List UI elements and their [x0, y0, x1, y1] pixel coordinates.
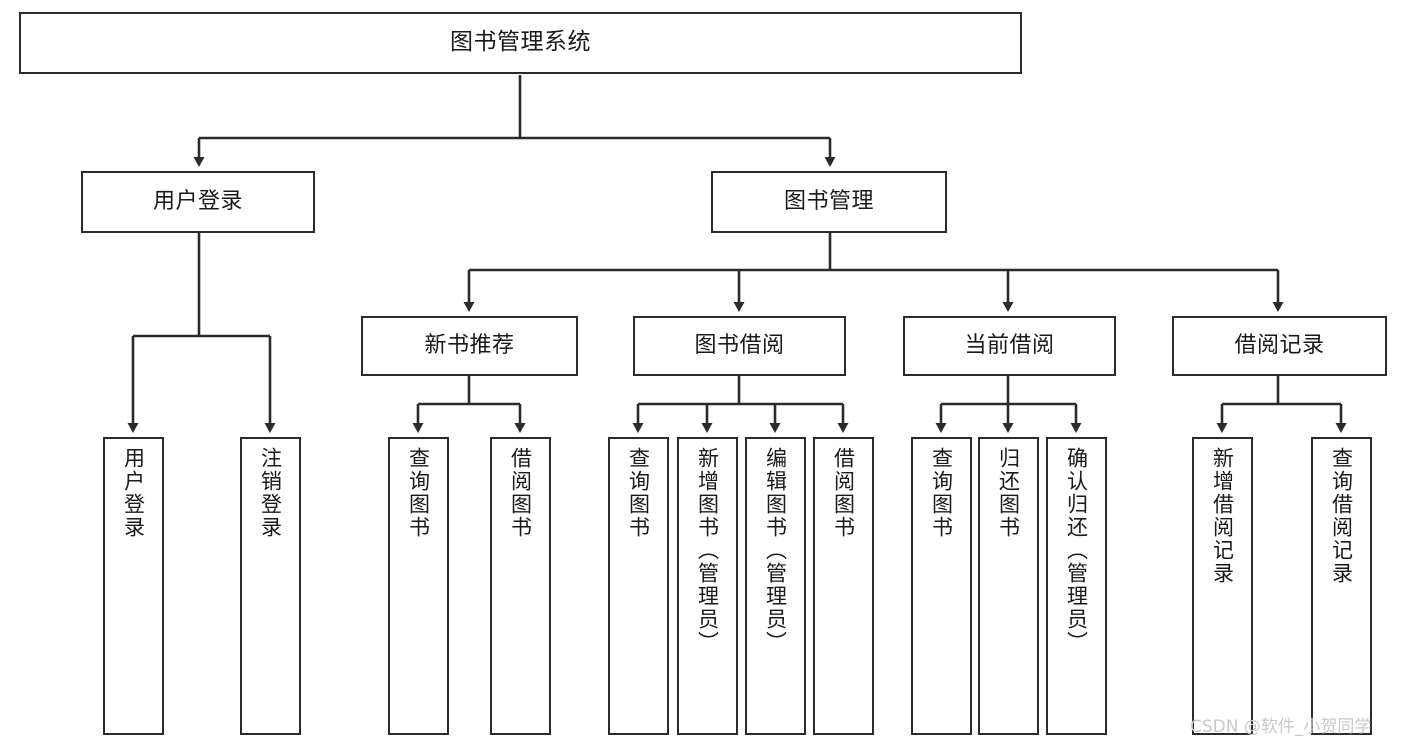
node-new-book-recommend-label: 新书推荐 [424, 333, 515, 359]
leaf-borrow-query-book[interactable]: 查询图书 [608, 437, 669, 735]
leaf-new-book-query[interactable]: 查询图书 [388, 437, 449, 735]
leaf-label: 注销登录 [258, 447, 283, 539]
node-borrow-records-label: 借阅记录 [1234, 333, 1325, 359]
leaf-label: 借阅图书 [831, 447, 856, 539]
node-book-borrow[interactable]: 图书借阅 [633, 316, 846, 376]
leaf-new-book-borrow[interactable]: 借阅图书 [490, 437, 551, 735]
leaf-label: 编辑图书（管理员） [763, 447, 788, 654]
node-root[interactable]: 图书管理系统 [19, 12, 1022, 74]
leaf-label: 查询图书 [929, 447, 954, 539]
leaf-label: 查询借阅记录 [1329, 447, 1354, 585]
node-new-book-recommend[interactable]: 新书推荐 [361, 316, 578, 376]
leaf-borrow-borrow-book[interactable]: 借阅图书 [813, 437, 874, 735]
leaf-records-add-record[interactable]: 新增借阅记录 [1192, 437, 1253, 735]
leaf-label: 查询图书 [406, 447, 431, 539]
leaf-current-query-book[interactable]: 查询图书 [911, 437, 972, 735]
node-user-login-label: 用户登录 [152, 189, 243, 215]
leaf-label: 新增图书（管理员） [695, 447, 720, 654]
leaf-current-confirm-return[interactable]: 确认归还（管理员） [1046, 437, 1107, 735]
node-book-management[interactable]: 图书管理 [711, 171, 947, 233]
leaf-label: 用户登录 [121, 447, 146, 539]
leaf-label: 归还图书 [996, 447, 1021, 539]
leaf-label: 借阅图书 [508, 447, 533, 539]
leaf-user-login-login[interactable]: 用户登录 [103, 437, 164, 735]
node-current-borrow[interactable]: 当前借阅 [903, 316, 1116, 376]
leaf-label: 新增借阅记录 [1210, 447, 1235, 585]
node-user-login[interactable]: 用户登录 [81, 171, 315, 233]
leaf-current-return-book[interactable]: 归还图书 [978, 437, 1039, 735]
csdn-watermark: CSDN @软件_小贺同学 [1190, 717, 1372, 737]
node-book-management-label: 图书管理 [783, 189, 874, 215]
leaf-user-login-logout[interactable]: 注销登录 [240, 437, 301, 735]
node-root-label: 图书管理系统 [450, 29, 591, 56]
node-book-borrow-label: 图书借阅 [694, 333, 785, 359]
leaf-borrow-edit-book[interactable]: 编辑图书（管理员） [745, 437, 806, 735]
node-borrow-records[interactable]: 借阅记录 [1172, 316, 1387, 376]
leaf-borrow-add-book[interactable]: 新增图书（管理员） [677, 437, 738, 735]
leaf-label: 确认归还（管理员） [1064, 447, 1089, 654]
leaf-label: 查询图书 [626, 447, 651, 539]
leaf-records-query-record[interactable]: 查询借阅记录 [1311, 437, 1372, 735]
node-current-borrow-label: 当前借阅 [964, 333, 1055, 359]
